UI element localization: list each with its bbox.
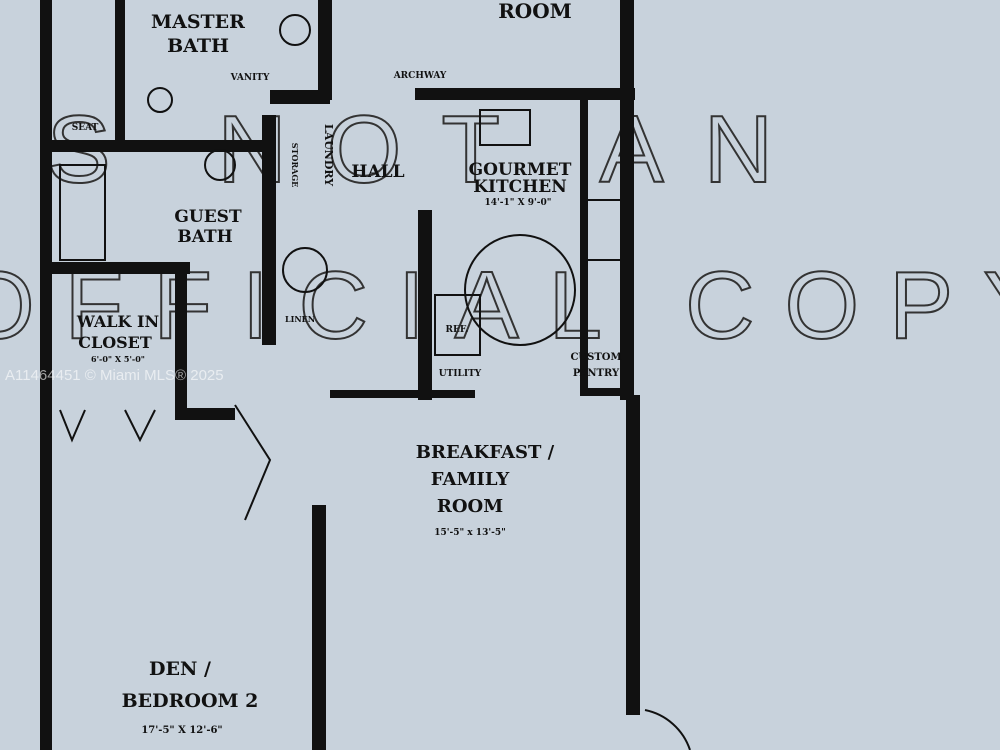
family-room-dimensions: 15'-5" x 13'-5" [434, 528, 506, 538]
guest-bath-label: GUEST [174, 207, 242, 227]
ref-label: REF. [446, 325, 469, 335]
closet-label: WALK IN [76, 312, 159, 331]
guest-bath-label-2: BATH [177, 227, 232, 247]
family-room-label: BREAKFAST / [416, 442, 555, 463]
utility-label: UTILITY [439, 369, 482, 379]
mls-watermark: A11464451 © Miami MLS® 2025 [5, 367, 224, 384]
fixtures [59, 14, 691, 750]
family-room-label-2: FAMILY [431, 469, 511, 490]
den-dimensions: 17'-5" X 12'-6" [141, 725, 222, 736]
kitchen-label: GOURMET [469, 160, 572, 180]
closet-dimensions: 6'-0" X 5'-0" [91, 354, 145, 364]
master-bath-label-2: BATH [167, 35, 229, 57]
hall-label: HALL [351, 162, 404, 182]
pantry-label: CUSTOM [570, 352, 621, 363]
master-bath-label: MASTER [151, 11, 245, 33]
family-room-label-3: ROOM [437, 496, 503, 517]
den-label-2: BEDROOM 2 [122, 690, 259, 712]
seat-label: SEAT [72, 123, 99, 133]
pantry-label-2: PANTRY [573, 368, 620, 379]
den-label: DEN / [149, 658, 211, 680]
archway-label: ARCHWAY [393, 71, 447, 81]
closet-label-2: CLOSET [78, 333, 152, 352]
kitchen-label-2: KITCHEN [473, 177, 566, 197]
kitchen-dimensions: 14'-1" X 9'-0" [485, 198, 552, 208]
vanity-label: VANITY [230, 73, 270, 83]
laundry-label: LAUNDRY [322, 124, 335, 186]
room-top-label: ROOM [498, 0, 572, 23]
storage-label: STORAGE [290, 143, 300, 187]
linen-label: LINEN [285, 314, 315, 324]
